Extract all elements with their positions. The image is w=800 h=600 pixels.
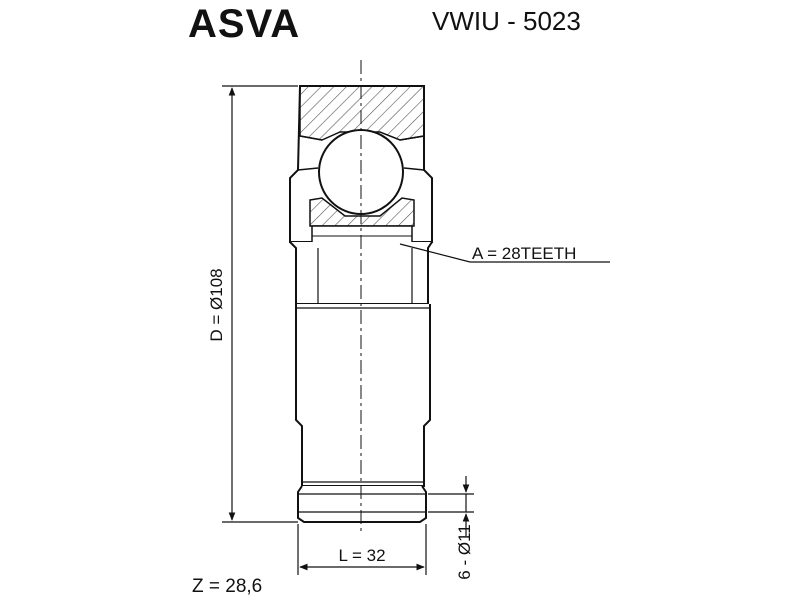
dimension-shaft: [428, 476, 474, 536]
label-spline-teeth: A = 28TEETH: [472, 244, 576, 263]
label-z-value: Z = 28,6: [192, 576, 262, 597]
part-number: VWIU - 5023: [432, 6, 581, 36]
label-shaft-diameter: 6 - Ø11: [455, 524, 474, 579]
shaft-tip: [297, 485, 427, 523]
brand-logo: ASVA: [188, 2, 301, 46]
dimension-d: [222, 85, 298, 523]
joint-body: [289, 85, 433, 523]
label-outer-diameter: D = Ø108: [207, 268, 226, 341]
dimension-l: [297, 524, 427, 575]
leader-spline: [399, 243, 610, 263]
label-length: L = 32: [338, 546, 385, 565]
spline-band: [311, 225, 413, 245]
shaft-body: [295, 304, 431, 487]
